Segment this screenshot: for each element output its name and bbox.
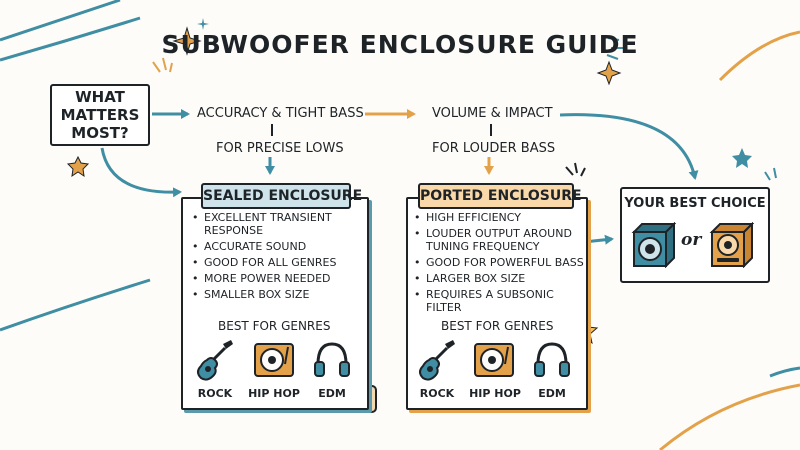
ported-genre-edm: EDM [538,387,566,400]
ported-genre-hiphop: HIP HOP [469,387,521,400]
ported-heading: PORTED ENCLOSURE [418,183,582,209]
sparkle-icon [596,60,622,86]
turntable-icon [254,343,294,377]
path-volume: VOLUME & IMPACT [432,106,553,121]
path-louder: FOR LOUDER BASS [432,141,556,156]
ported-feature: REQUIRES A SUBSONIC FILTER [414,288,584,314]
sealed-best-for: BEST FOR GENRES [218,319,331,333]
path-accuracy: ACCURACY & TIGHT BASS [197,106,364,121]
guitar-icon [419,340,455,381]
sealed-feature: EXCELLENT TRANSIENT RESPONSE [192,211,362,237]
sealed-speaker-icon [631,222,676,268]
ported-feature: HIGH EFFICIENCY [414,211,584,224]
sealed-features: EXCELLENT TRANSIENT RESPONSE ACCURATE SO… [192,211,362,304]
page-title: SUBWOOFER ENCLOSURE GUIDE [161,30,639,59]
star-icon [66,155,90,178]
path-precise: FOR PRECISE LOWS [216,141,344,156]
ported-feature: GOOD FOR POWERFUL BASS [414,256,584,269]
arrow-volume-to-choice [559,113,699,180]
corner-swoosh-br [659,383,800,450]
sealed-feature: ACCURATE SOUND [192,240,362,253]
turntable-icon [474,343,514,377]
corner-swoosh-br-2 [769,366,800,378]
guitar-icon [197,340,233,381]
question-box: WHAT MATTERS MOST? [50,84,150,146]
sealed-genre-rock: ROCK [197,387,233,400]
sealed-heading: SEALED ENCLOSURE [201,183,362,209]
headphones-icon [534,342,570,377]
sealed-genre-edm: EDM [318,387,346,400]
sealed-feature: SMALLER BOX SIZE [192,288,362,301]
sealed-feature: MORE POWER NEEDED [192,272,362,285]
headphones-icon [314,342,350,377]
star-icon [732,148,752,168]
ported-best-for: BEST FOR GENRES [441,319,554,333]
sparkle-icon [197,18,209,30]
best-choice-title: YOUR BEST CHOICE [624,196,766,211]
ported-speaker-icon [709,222,754,268]
or-label: or [681,230,702,250]
sealed-genre-hiphop: HIP HOP [248,387,300,400]
ported-feature: LARGER BOX SIZE [414,272,584,285]
arrow-question-to-sealed [100,147,182,198]
sealed-feature: GOOD FOR ALL GENRES [192,256,362,269]
corner-swoosh-bl [0,278,151,332]
ported-genre-rock: ROCK [419,387,455,400]
ported-features: HIGH EFFICIENCY LOUDER OUTPUT AROUND TUN… [414,211,584,317]
ported-feature: LOUDER OUTPUT AROUND TUNING FREQUENCY [414,227,584,253]
arrow-ported-to-choice [583,234,614,245]
